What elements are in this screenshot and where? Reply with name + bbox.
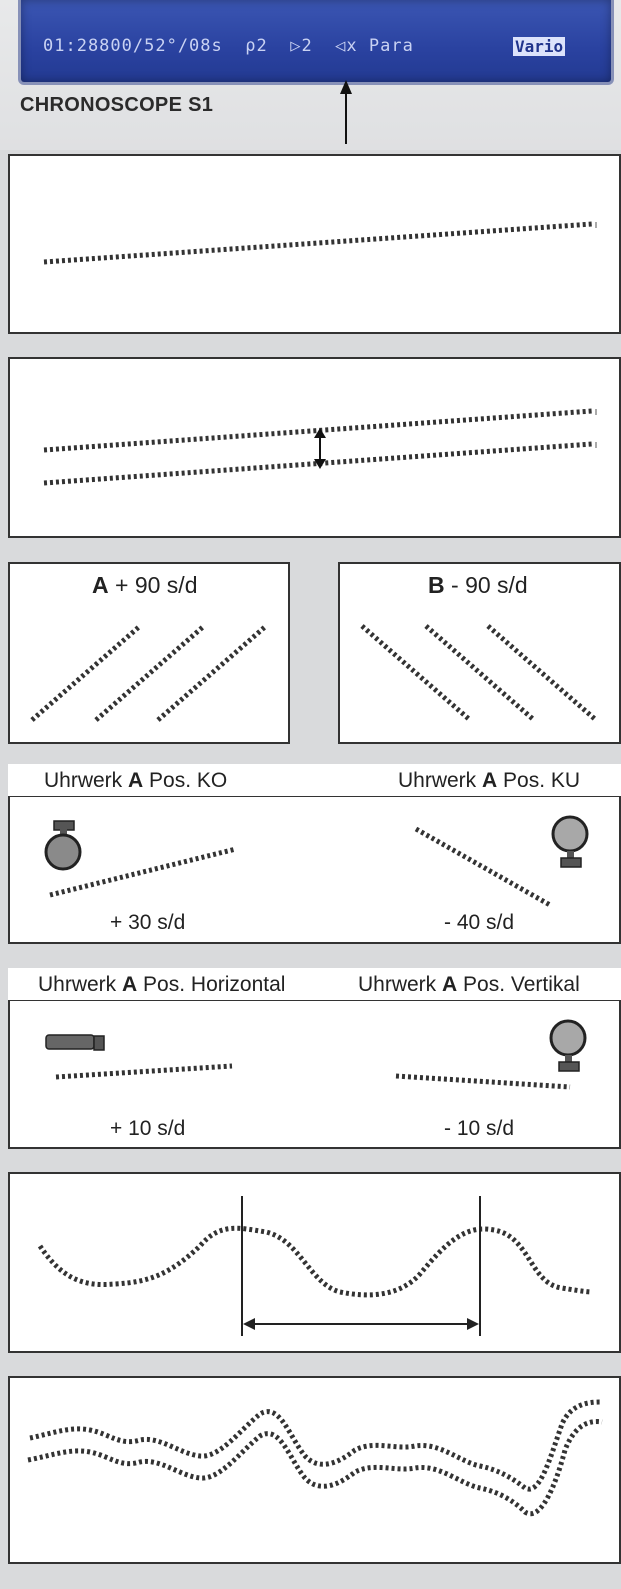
- watch-vertical-icon: [549, 1019, 587, 1072]
- panel-slow-rate: B - 90 s/d: [338, 562, 621, 744]
- trace-wave-period: [37, 1196, 593, 1336]
- trace-single-line: [43, 221, 597, 265]
- trace-ko-ku: [44, 815, 589, 908]
- lcd-display: 01:28800/52°/08s ρ2 ▷2 ◁x Para Vario: [18, 0, 614, 85]
- panel-ko-ku: + 30 s/d - 40 s/d: [8, 797, 621, 944]
- fast-rate-label: A + 90 s/d: [92, 572, 198, 598]
- trace-fast-diagonals: [30, 624, 268, 722]
- pointer-arrow: [340, 80, 352, 144]
- lcd-mode-badge: Vario: [513, 37, 566, 56]
- watch-horizontal-icon: [45, 1034, 105, 1051]
- position-header-hz-vt: Uhrwerk A Pos. Horizontal Uhrwerk A Pos.…: [8, 968, 621, 1002]
- device-name: CHRONOSCOPE S1: [20, 94, 214, 116]
- ko-rate-label: + 30 s/d: [110, 911, 186, 934]
- panel-wave-period: [8, 1172, 621, 1353]
- trace-noisy-waves: [27, 1399, 603, 1517]
- slow-rate-label: B - 90 s/d: [428, 572, 528, 598]
- pos-ko-label: Uhrwerk A Pos. KO: [44, 769, 228, 792]
- ku-rate-label: - 40 s/d: [444, 911, 515, 934]
- lcd-readout: 01:28800/52°/08s ρ2 ▷2 ◁x Para: [43, 36, 414, 56]
- watch-crown-up-icon: [44, 820, 82, 871]
- trace-double-line: [43, 408, 597, 486]
- pos-ku-label: Uhrwerk A Pos. KU: [398, 769, 581, 792]
- panel-horizontal-vertikal: + 10 s/d - 10 s/d: [8, 1001, 621, 1149]
- panel-fast-rate: A + 90 s/d: [8, 562, 290, 744]
- trace-horizontal-vertikal: [45, 1019, 587, 1090]
- panel-double-trace: [8, 357, 621, 538]
- vertikal-rate-label: - 10 s/d: [444, 1117, 515, 1140]
- panel-single-trace: [8, 154, 621, 334]
- panel-noisy-trace: [8, 1376, 621, 1564]
- horizontal-rate-label: + 10 s/d: [110, 1117, 186, 1140]
- trace-slow-diagonals: [360, 624, 598, 722]
- watch-crown-down-icon: [551, 815, 589, 868]
- pos-horizontal-label: Uhrwerk A Pos. Horizontal: [38, 973, 286, 996]
- position-header-ko-ku: Uhrwerk A Pos. KO Uhrwerk A Pos. KU: [8, 764, 621, 798]
- pos-vertikal-label: Uhrwerk A Pos. Vertikal: [358, 973, 580, 996]
